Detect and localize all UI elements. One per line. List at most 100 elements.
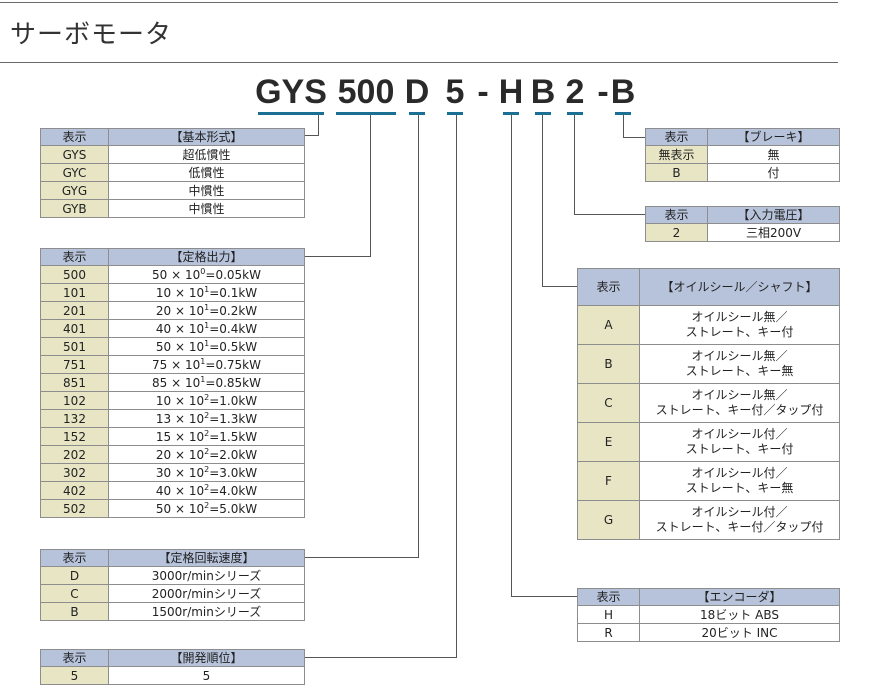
underline-2 (567, 112, 583, 115)
underline-h (503, 112, 519, 115)
connector-500 (370, 115, 371, 257)
header-code: 表示 (40, 649, 109, 667)
output-formula: 20 × 101=0.2kW (108, 301, 305, 320)
output-formula: 13 × 102=1.3kW (108, 409, 305, 428)
model-segment-dash-1: - (477, 73, 489, 111)
underline-5 (447, 112, 463, 115)
underline-d (409, 112, 425, 115)
connector-b2 (623, 137, 645, 138)
header-title: 【オイルシール／シャフト】 (639, 268, 840, 306)
model-segment-h: H (498, 73, 524, 111)
header-code: 表示 (577, 268, 640, 306)
model-segment-b: B (530, 73, 556, 111)
connector-2 (574, 115, 575, 215)
header-title: 【定格出力】 (108, 248, 305, 266)
model-segment-500: 500 (337, 73, 395, 111)
connector-gys (318, 115, 319, 136)
output-code: 302 (40, 463, 109, 482)
output-code: 132 (40, 409, 109, 428)
output-code: 402 (40, 481, 109, 500)
connector-5 (304, 657, 457, 658)
output-formula: 85 × 101=0.85kW (108, 373, 305, 392)
header-title: 【入力電圧】 (707, 206, 840, 224)
output-code: 502 (40, 499, 109, 518)
top-rule (0, 2, 838, 3)
connector-d (418, 115, 419, 558)
output-code: 201 (40, 301, 109, 320)
underline-b2 (615, 112, 631, 115)
underline-gys (258, 112, 324, 115)
model-segment-2: 2 (565, 73, 585, 111)
output-formula: 40 × 102=4.0kW (108, 481, 305, 500)
header-code: 表示 (40, 128, 109, 146)
header-code: 表示 (577, 588, 640, 606)
header-title: 【開発順位】 (108, 649, 305, 667)
model-segment-5: 5 (445, 73, 465, 111)
title-rule (0, 62, 838, 63)
output-formula: 50 × 102=5.0kW (108, 499, 305, 518)
output-formula: 40 × 101=0.4kW (108, 319, 305, 338)
header-title: 【基本形式】 (108, 128, 305, 146)
header-title: 【エンコーダ】 (639, 588, 840, 606)
connector-b (542, 115, 543, 287)
output-code: 751 (40, 355, 109, 374)
connector-gys (304, 135, 319, 136)
connector-2 (574, 214, 645, 215)
model-segment-d: D (404, 73, 430, 111)
model-segment-dash-2: - (597, 73, 609, 111)
output-formula: 10 × 102=1.0kW (108, 391, 305, 410)
header-title: 【ブレーキ】 (707, 128, 840, 146)
output-code: 501 (40, 337, 109, 356)
page-title: サーボモータ (10, 20, 173, 50)
output-code: 401 (40, 319, 109, 338)
connector-h (511, 596, 577, 597)
output-formula: 20 × 102=2.0kW (108, 445, 305, 464)
connector-b (542, 286, 577, 287)
output-formula: 75 × 101=0.75kW (108, 355, 305, 374)
connector-500 (304, 256, 371, 257)
table-row: 無表示無 (645, 145, 840, 164)
output-formula: 50 × 101=0.5kW (108, 337, 305, 356)
header-code: 表示 (645, 128, 708, 146)
header-code: 表示 (40, 248, 109, 266)
output-formula: 50 × 100=0.05kW (108, 265, 305, 284)
output-code: 152 (40, 427, 109, 446)
connector-5 (456, 115, 457, 658)
model-segment-b2: B (610, 73, 636, 111)
output-code: 500 (40, 265, 109, 284)
